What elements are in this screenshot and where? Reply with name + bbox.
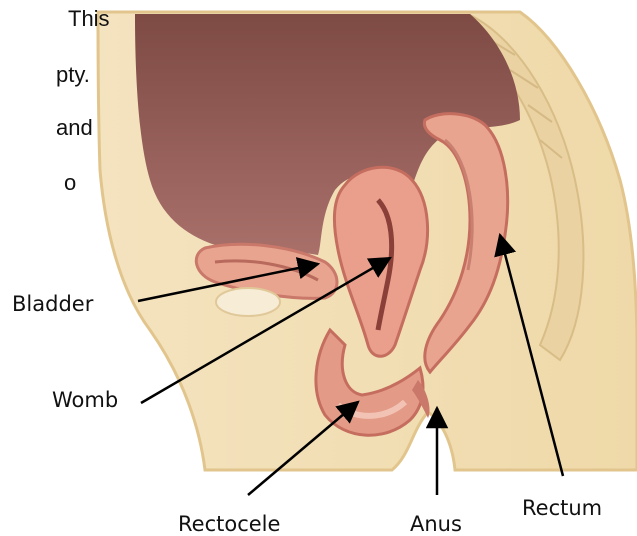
label-womb: Womb [52,388,118,412]
pelvis-illustration [98,12,637,470]
text-fragment-and: and [56,115,93,141]
pubic-bone [216,288,280,316]
label-rectum: Rectum [522,496,602,520]
label-rectocele: Rectocele [178,512,280,536]
text-fragment-pty: pty. [56,62,90,88]
text-fragment-this: This [68,6,110,32]
label-anus: Anus [410,512,462,536]
label-bladder: Bladder [12,292,93,316]
text-fragment-o: o [64,170,76,196]
